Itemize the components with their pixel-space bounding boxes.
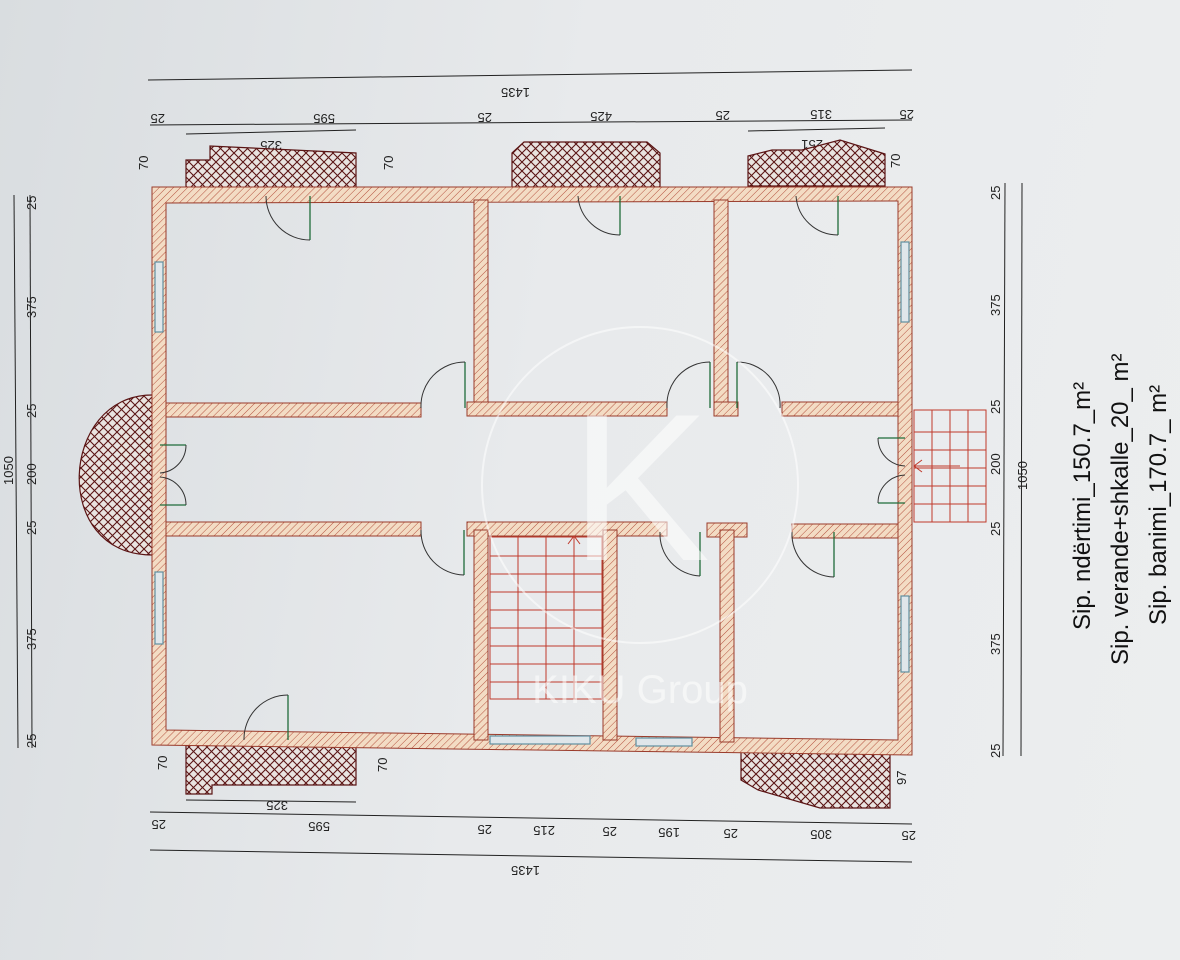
dim-right-seg: 375 [988,294,1003,316]
crosshatch-balcony-icon [78,394,153,556]
watermark-brand: KIKU Group [532,668,748,712]
dim-left-seg: 25 [24,404,39,418]
dim-left-seg: 25 [24,734,39,748]
door-swing-icon [420,361,466,409]
window-icon [900,595,910,673]
area-labels: Sip. ndërtimi_150.7_m² Sip. verande+shka… [1069,353,1172,665]
door-swing-icon [420,529,465,576]
dim-bottom-offset: 97 [894,771,909,785]
door-swing-icon [659,531,701,577]
stair-arrow-icon [567,535,581,560]
door-swing-icon [243,694,289,741]
door-swing-icon [265,195,311,241]
dim-left-seg: 375 [24,628,39,650]
door-swing-icon [159,444,187,506]
dim-top-offset: 70 [381,156,396,170]
dim-right-seg: 375 [988,633,1003,655]
windows [154,241,910,747]
window-icon [154,571,164,645]
area-living: Sip. banimi_170.7_ m² [1145,385,1172,625]
window-icon [900,241,910,323]
dim-bottom-offset: 70 [155,756,170,770]
dim-right-seg: 25 [988,522,1003,536]
dim-right-seg: 200 [988,453,1003,475]
dim-bottom-balcony-left: 325 [266,798,288,813]
dim-top-offset: 70 [888,154,903,168]
door-swing-icon [736,361,781,409]
dim-bottom-seg: 25 [152,817,166,832]
dim-top-seg: 25 [151,111,165,126]
dim-top-seg: 595 [313,111,335,126]
door-swing-icon [666,361,711,409]
door-swing-icon [577,195,621,236]
dim-bottom-seg: 305 [810,827,832,842]
watermark: K KIKU Group [481,326,799,712]
dim-bottom-seg: 595 [308,819,330,834]
crosshatch-balcony-icon [185,145,357,194]
dim-top-seg: 25 [900,107,914,122]
left-dimensions: 1050 25 375 25 200 25 375 25 [1,196,39,748]
dim-top-seg: 25 [478,110,492,125]
dim-left-seg: 25 [24,521,39,535]
dim-bottom-seg: 25 [902,828,916,843]
entrance-stairs [913,409,987,523]
top-dimensions: 1435 25 595 25 425 25 315 25 325 251 70 … [136,85,914,170]
dim-top-total: 1435 [501,85,530,100]
window-icon [489,735,591,745]
dim-bottom-total: 1435 [511,863,540,878]
dim-right-total: 1050 [1015,461,1030,490]
dim-bottom-seg: 195 [658,825,680,840]
dim-bottom-seg: 215 [533,823,555,838]
dim-right-seg: 25 [988,400,1003,414]
watermark-letter: K [570,370,710,605]
walls [151,186,913,756]
dim-bottom-offset: 70 [375,758,390,772]
dim-left-seg: 200 [24,463,39,485]
crosshatch-balcony-icon [747,139,886,187]
crosshatch-balcony-icon [740,751,891,809]
dim-bottom-seg: 25 [724,826,738,841]
window-icon [154,261,164,333]
dim-right-seg: 25 [988,744,1003,758]
area-veranda-stairs: Sip. verande+shkalle_20_ m² [1107,353,1134,665]
crosshatch-balcony-icon [185,744,357,795]
dim-top-seg: 315 [810,107,832,122]
stair-arrow-icon [913,459,960,473]
dim-bottom-seg: 25 [478,822,492,837]
dimension-lines [13,69,1023,863]
right-dimensions: 25 375 25 200 25 375 25 1050 [988,186,1030,758]
doors [159,195,906,741]
dim-top-seg: 425 [590,109,612,124]
dim-left-total: 1050 [1,456,16,485]
door-swing-icon [795,195,839,236]
window-icon [635,737,693,747]
door-swing-icon [791,531,835,578]
area-construction: Sip. ndërtimi_150.7_m² [1069,382,1096,630]
dim-right-seg: 25 [988,186,1003,200]
dim-left-seg: 375 [24,296,39,318]
door-swing-icon [877,437,906,504]
crosshatch-balcony-icon [511,141,661,188]
dim-top-offset: 70 [136,156,151,170]
dim-bottom-seg: 25 [603,824,617,839]
dim-left-seg: 25 [24,196,39,210]
balconies [78,139,891,809]
bottom-dimensions: 70 70 97 325 25 595 25 215 25 195 25 305… [152,756,916,878]
dim-top-seg: 25 [716,108,730,123]
